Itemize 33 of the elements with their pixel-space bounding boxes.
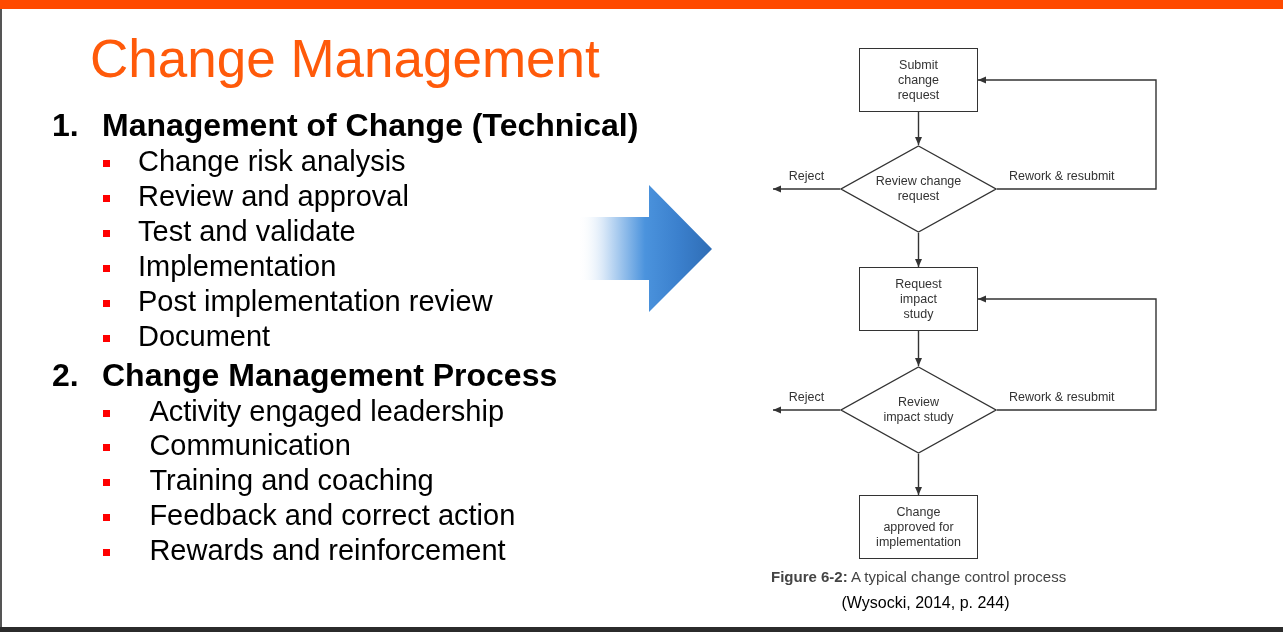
decision-diamond: Review change request	[840, 145, 997, 233]
arrow	[915, 111, 922, 146]
arrow	[915, 330, 922, 367]
list-item: Post implementation review	[138, 284, 493, 319]
list-number: 2.	[52, 356, 79, 394]
list-item: Feedback and correct action	[149, 499, 516, 533]
arrow	[915, 453, 922, 496]
process-box: Request impact study	[859, 267, 978, 331]
list-item: Implementation	[138, 249, 337, 284]
arrow	[977, 76, 1157, 190]
citation: (Wysocki, 2014, p. 244)	[841, 594, 1010, 613]
arrow	[977, 295, 1157, 411]
list-item: Document	[138, 319, 271, 354]
list-item: Rewards and reinforcement	[149, 533, 506, 568]
edge-label: Reject	[787, 168, 826, 184]
list-item: Change risk analysis	[138, 145, 406, 179]
slide-title: Change Management	[90, 28, 600, 90]
list-item: Communication	[149, 429, 351, 463]
section-heading: Management of Change (Technical)	[102, 106, 639, 144]
list-item: Review and approval	[138, 180, 409, 214]
edge-label: Reject	[787, 389, 826, 405]
list-item: Training and coaching	[149, 464, 434, 498]
decision-diamond: Review impact study	[840, 366, 997, 454]
list-item: Test and validate	[138, 215, 356, 249]
list-item: Activity engaged leadership	[149, 394, 505, 428]
figure-caption: Figure 6-2: A typical change control process	[771, 567, 1067, 585]
arrow	[772, 406, 841, 414]
section-heading: Change Management Process	[102, 356, 558, 394]
process-box: Change approved for implementation	[859, 495, 978, 559]
arrow	[772, 185, 841, 193]
process-box: Submit change request	[859, 48, 978, 112]
list-number: 1.	[52, 106, 79, 144]
arrow	[915, 232, 922, 268]
